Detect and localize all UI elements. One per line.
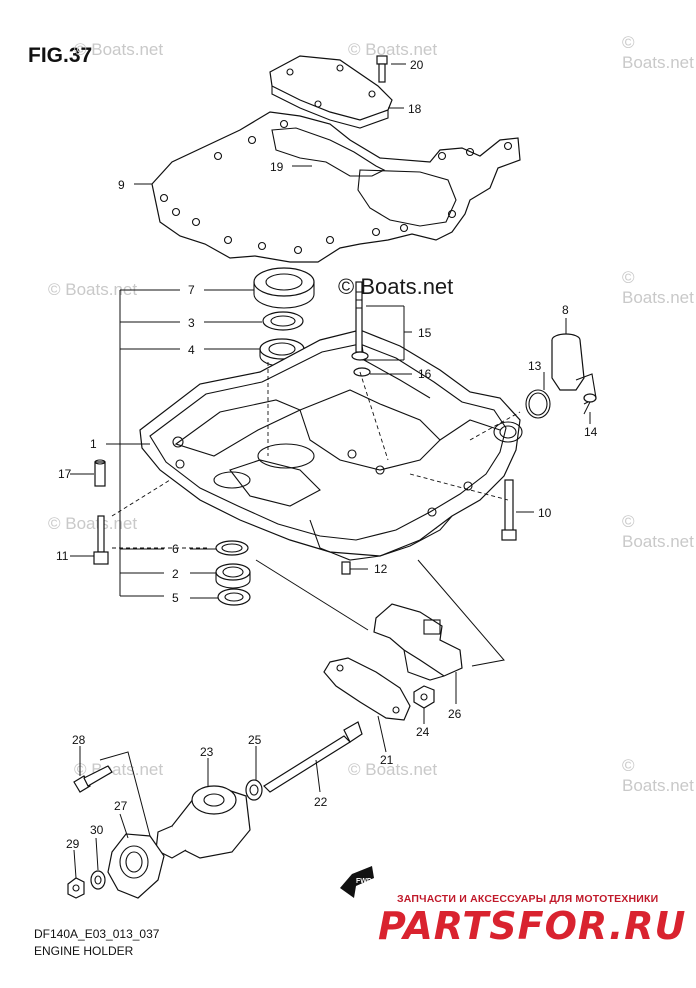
cover-plate-18	[269, 55, 393, 129]
stud-bolt-15	[355, 281, 363, 353]
callout-3: 3	[188, 316, 195, 330]
callout-22: 22	[314, 795, 328, 809]
callout-9: 9	[118, 178, 125, 192]
water-fitting-8	[551, 333, 597, 405]
bearing-2	[215, 563, 251, 589]
watermark: © Boats.net	[348, 760, 438, 779]
callout-18: 18	[408, 102, 422, 116]
callout-11: 11	[56, 549, 69, 563]
seal-5	[217, 588, 251, 606]
dowel-pin-17	[94, 459, 106, 487]
watermark: © Boats.net	[74, 40, 164, 59]
bracket-27	[107, 833, 165, 899]
callout-23: 23	[200, 745, 214, 759]
watermark: © Boats.net	[348, 40, 438, 59]
callout-6: 6	[172, 542, 179, 556]
leader-lines	[70, 63, 591, 879]
callout-19: 19	[270, 160, 284, 174]
bolt-20	[376, 55, 388, 83]
figure-title: FIG.37	[28, 44, 93, 67]
callout-5: 5	[172, 591, 179, 605]
bolt-28	[73, 765, 113, 793]
bolt-11	[93, 515, 109, 565]
callout-24: 24	[416, 725, 430, 739]
watermark: © Boats.net	[622, 268, 694, 307]
callout-13: 13	[528, 359, 542, 373]
callout-7: 7	[188, 283, 195, 297]
o-ring-13	[525, 389, 551, 419]
brand-logo: PARTSFOR.RU	[378, 904, 687, 948]
watermark: © Boats.net	[622, 33, 694, 72]
plate-21	[323, 657, 411, 721]
fwd-label: FWD	[356, 878, 372, 885]
callout-20: 20	[410, 58, 424, 72]
watermark: © Boats.net	[622, 512, 694, 551]
callout-8: 8	[562, 303, 569, 317]
washer-25	[245, 779, 263, 801]
watermark: © Boats.net	[622, 756, 694, 795]
callout-27: 27	[114, 799, 128, 813]
callout-numbers: 20 18 19 9 7 3 4 1 6 2 5 15 16 8 13 14 1…	[56, 58, 598, 851]
bushing-12	[341, 561, 351, 575]
nut-29	[67, 877, 85, 899]
engine-holder-1	[139, 329, 523, 561]
figure-name: ENGINE HOLDER	[34, 944, 134, 958]
watermark: © Boats.net	[48, 514, 138, 533]
nut-24	[413, 685, 435, 709]
callout-10: 10	[538, 506, 552, 520]
callout-4: 4	[188, 343, 195, 357]
washer-30	[90, 870, 106, 890]
callout-30: 30	[90, 823, 104, 837]
callout-21: 21	[380, 753, 394, 767]
fwd-arrow-icon: FWD	[340, 866, 374, 898]
seal-6	[215, 540, 249, 556]
callout-1: 1	[90, 437, 97, 451]
callout-12: 12	[374, 562, 388, 576]
callout-17: 17	[58, 467, 72, 481]
bolt-14	[583, 393, 597, 415]
seal-3	[262, 311, 304, 331]
rubber-mount-23	[155, 785, 251, 859]
figure-code: DF140A_E03_013_037	[34, 927, 160, 941]
brand-subtitle: ЗАПЧАСТИ И АКСЕССУАРЫ ДЛЯ МОТОТЕХНИКИ	[397, 893, 659, 905]
callout-16: 16	[418, 367, 432, 381]
shaft-bolt-22	[263, 721, 363, 793]
callout-28: 28	[72, 733, 86, 747]
watermark: © Boats.net	[48, 280, 138, 299]
callout-15: 15	[418, 326, 432, 340]
callout-29: 29	[66, 837, 80, 851]
callout-25: 25	[248, 733, 262, 747]
callout-26: 26	[448, 707, 462, 721]
oil-seal-7	[253, 267, 315, 309]
gasket-9	[151, 111, 521, 263]
mount-bracket-26	[373, 603, 463, 681]
callout-14: 14	[584, 425, 598, 439]
bolt-10	[501, 479, 517, 541]
callout-2: 2	[172, 567, 179, 581]
